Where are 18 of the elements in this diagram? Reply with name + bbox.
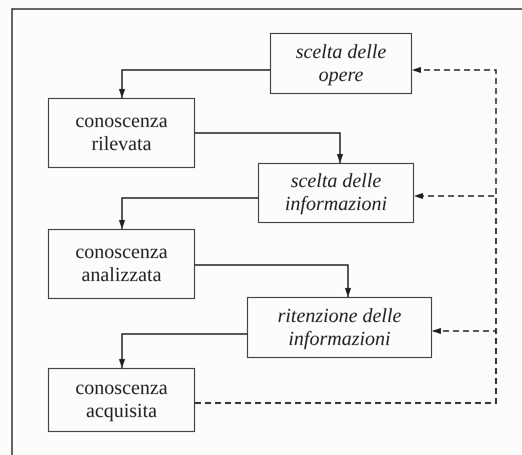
arrow: [118, 333, 247, 368]
process-box: [270, 33, 412, 94]
box-label: conoscenza rilevata: [74, 110, 169, 156]
dashed-arrow: [195, 328, 497, 404]
process-box: [48, 229, 195, 299]
box-label: ritenzione delle informazioni: [276, 304, 402, 350]
box-label: scelta delle opere: [294, 40, 388, 86]
box-label: conoscenza analizzata: [74, 241, 169, 287]
box-label: scelta delle informazioni: [284, 170, 388, 216]
process-box: [258, 163, 414, 223]
arrow: [118, 197, 258, 229]
process-box: [247, 297, 432, 358]
arrow: [118, 69, 270, 98]
process-box: [48, 98, 195, 168]
arrow: [195, 132, 344, 163]
process-box: [48, 368, 195, 432]
arrow: [195, 264, 352, 297]
box-label: conoscenza acquisita: [74, 377, 169, 423]
